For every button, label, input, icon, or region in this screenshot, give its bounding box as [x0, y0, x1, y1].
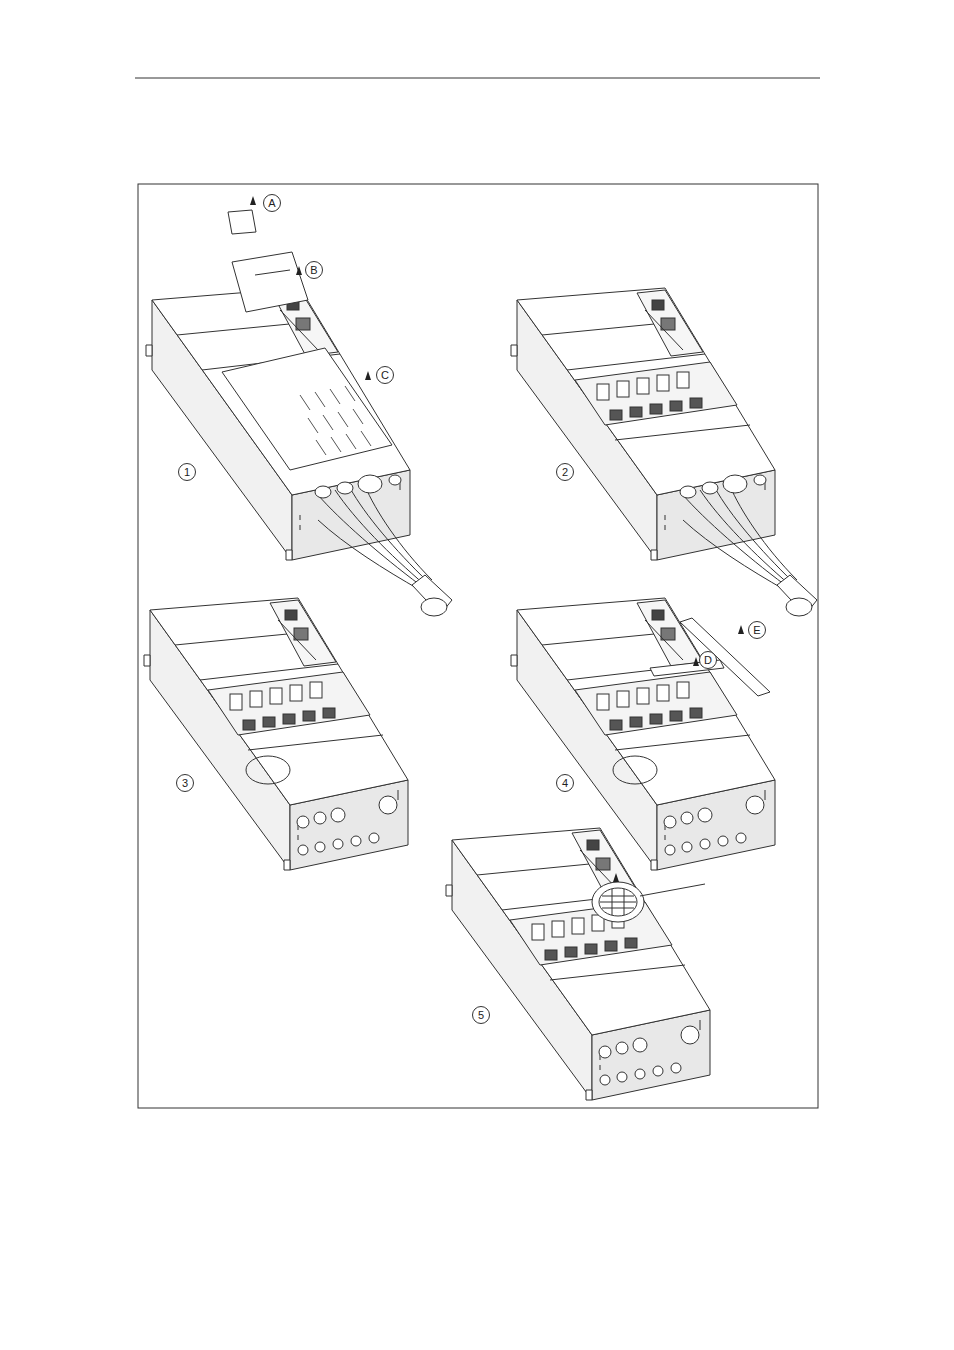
callout-circle: E	[748, 621, 766, 639]
drive-unit	[511, 598, 775, 870]
callout-circle: C	[376, 366, 394, 384]
callout-circle: 5	[472, 1006, 490, 1024]
callout-letter: 5	[478, 1010, 484, 1021]
cover	[222, 348, 392, 470]
panel	[228, 210, 256, 234]
cover	[232, 252, 308, 312]
callout-circle: B	[305, 261, 323, 279]
figure-frame	[138, 184, 818, 1108]
callout-letter: C	[381, 370, 389, 381]
header-rule	[135, 78, 820, 79]
callout-circle: 2	[556, 463, 574, 481]
callout-circle: A	[263, 194, 281, 212]
callout-circle: 3	[176, 774, 194, 792]
callout-circle: 4	[556, 774, 574, 792]
drive-unit	[511, 288, 817, 616]
callout-letter: A	[268, 198, 275, 209]
callout-letter: D	[704, 655, 712, 666]
drive-unit	[446, 828, 710, 1100]
fan	[592, 882, 705, 922]
plate	[680, 618, 770, 696]
callout-circle: 1	[178, 463, 196, 481]
callout-letter: B	[310, 265, 317, 276]
callout-letter: 4	[562, 778, 568, 789]
drive-unit	[144, 598, 408, 870]
callout-letter: 3	[182, 778, 188, 789]
drive-unit	[146, 196, 452, 616]
callout-circle: D	[699, 651, 717, 669]
callout-letter: 2	[562, 467, 568, 478]
callout-letter: E	[753, 625, 760, 636]
callout-letter: 1	[184, 467, 190, 478]
